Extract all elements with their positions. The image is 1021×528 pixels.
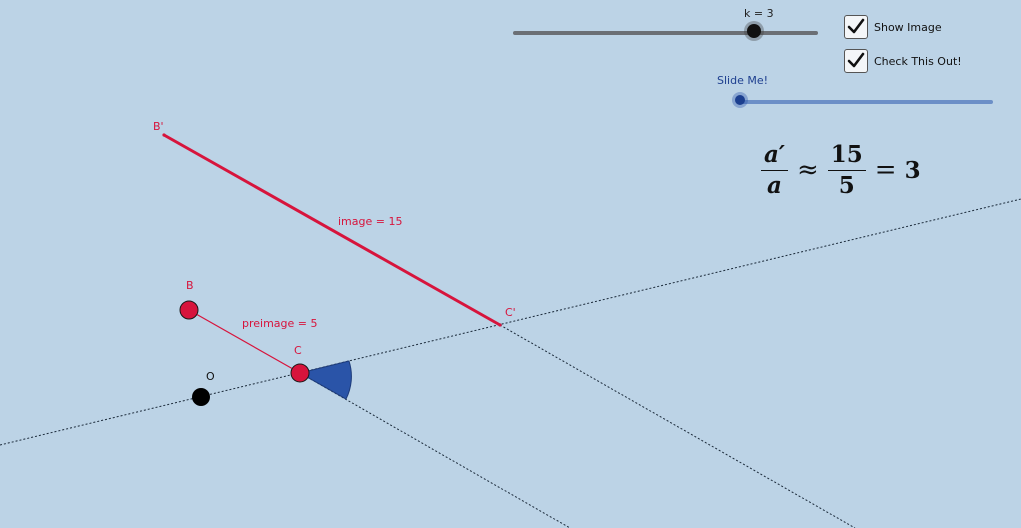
show-image-checkbox-row[interactable]: Show Image [844, 13, 942, 41]
label-b: B [186, 279, 194, 292]
slide-me-slider[interactable]: Slide Me! [717, 74, 997, 114]
k-slider-track[interactable] [513, 31, 818, 35]
ray-cprime-down [499, 324, 856, 528]
image-length-label: image = 15 [338, 215, 402, 228]
check-this-out-checkbox-row[interactable]: Check This Out! [844, 47, 962, 75]
point-b[interactable] [179, 300, 199, 320]
preimage-length-label: preimage = 5 [242, 317, 318, 330]
label-b-prime: B' [153, 120, 164, 133]
k-slider[interactable]: k = 3 [513, 6, 819, 46]
rhs-fraction: 15 5 [827, 140, 866, 199]
slide-me-thumb[interactable] [735, 95, 745, 105]
rhs-numerator: 15 [830, 140, 863, 168]
point-c[interactable] [290, 363, 310, 383]
label-o: O [206, 370, 215, 383]
equals-sign: = [874, 155, 897, 185]
point-b-prime[interactable] [162, 133, 166, 137]
ray-oc [0, 198, 1021, 446]
image-segment[interactable] [163, 133, 501, 327]
preimage-segment[interactable] [188, 309, 301, 374]
point-o[interactable] [192, 388, 210, 406]
slide-me-caption: Slide Me! [717, 74, 769, 87]
k-slider-label: k = 3 [744, 7, 774, 20]
k-slider-thumb[interactable] [747, 24, 761, 38]
checkmark-icon [847, 52, 865, 68]
label-c: C [294, 344, 302, 357]
check-this-out-label: Check This Out! [874, 54, 962, 68]
lhs-numerator: a′ [764, 140, 785, 168]
approx-sign: ≈ [796, 155, 819, 185]
rhs-denominator: 5 [838, 171, 855, 199]
point-c-prime[interactable] [498, 323, 502, 327]
show-image-label: Show Image [874, 20, 942, 34]
ratio-formula: a′ a ≈ 15 5 = 3 [758, 138, 921, 202]
ratio-result: 3 [904, 156, 921, 184]
angle-marker [298, 360, 352, 400]
label-c-prime: C' [505, 306, 516, 319]
slide-me-track[interactable] [740, 100, 993, 104]
lhs-fraction: a′ a [761, 140, 788, 199]
show-image-checkbox[interactable] [844, 15, 868, 39]
check-this-out-checkbox[interactable] [844, 49, 868, 73]
checkmark-icon [847, 18, 865, 34]
lhs-denominator: a [767, 171, 782, 199]
